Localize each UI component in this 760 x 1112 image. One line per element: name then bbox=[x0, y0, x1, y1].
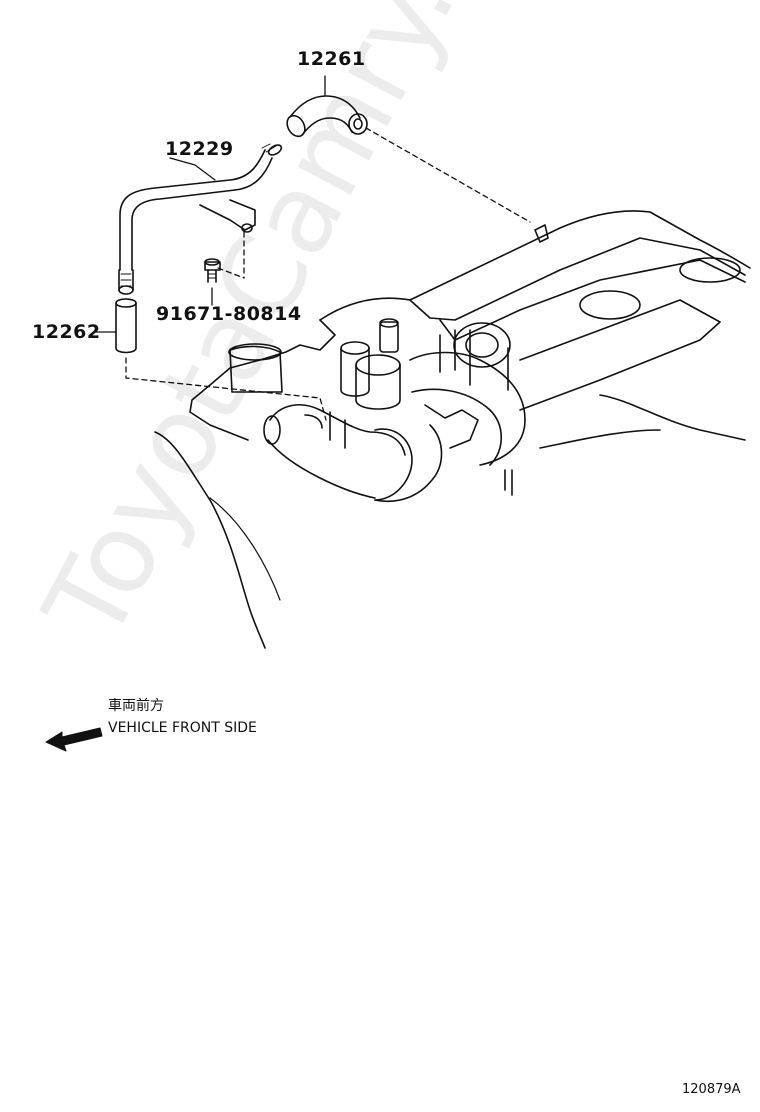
engine-outline bbox=[154, 431, 266, 649]
hose-12262 bbox=[115, 298, 137, 354]
intake-duct bbox=[263, 404, 443, 503]
part-number-12229[interactable]: 12229 bbox=[165, 138, 234, 160]
part-number-91671-80814[interactable]: 91671-80814 bbox=[156, 303, 302, 325]
leader-lines bbox=[95, 75, 326, 333]
hose-12261 bbox=[286, 95, 368, 138]
throttle-body-assembly bbox=[228, 318, 526, 496]
front-arrow-icon bbox=[45, 727, 103, 752]
direction-label-english: VEHICLE FRONT SIDE bbox=[108, 720, 257, 736]
dashed-leaders bbox=[125, 127, 531, 421]
pipe-12229 bbox=[118, 143, 283, 295]
part-number-12262[interactable]: 12262 bbox=[32, 321, 101, 343]
direction-label-japanese: 車両前方 bbox=[108, 698, 164, 714]
engine-outline-lower bbox=[209, 497, 281, 601]
part-number-12261[interactable]: 12261 bbox=[297, 48, 366, 70]
cylinder-head-cover bbox=[189, 210, 751, 449]
bolt-91671-80814 bbox=[204, 258, 221, 283]
diagram-id: 120879A bbox=[682, 1082, 741, 1097]
